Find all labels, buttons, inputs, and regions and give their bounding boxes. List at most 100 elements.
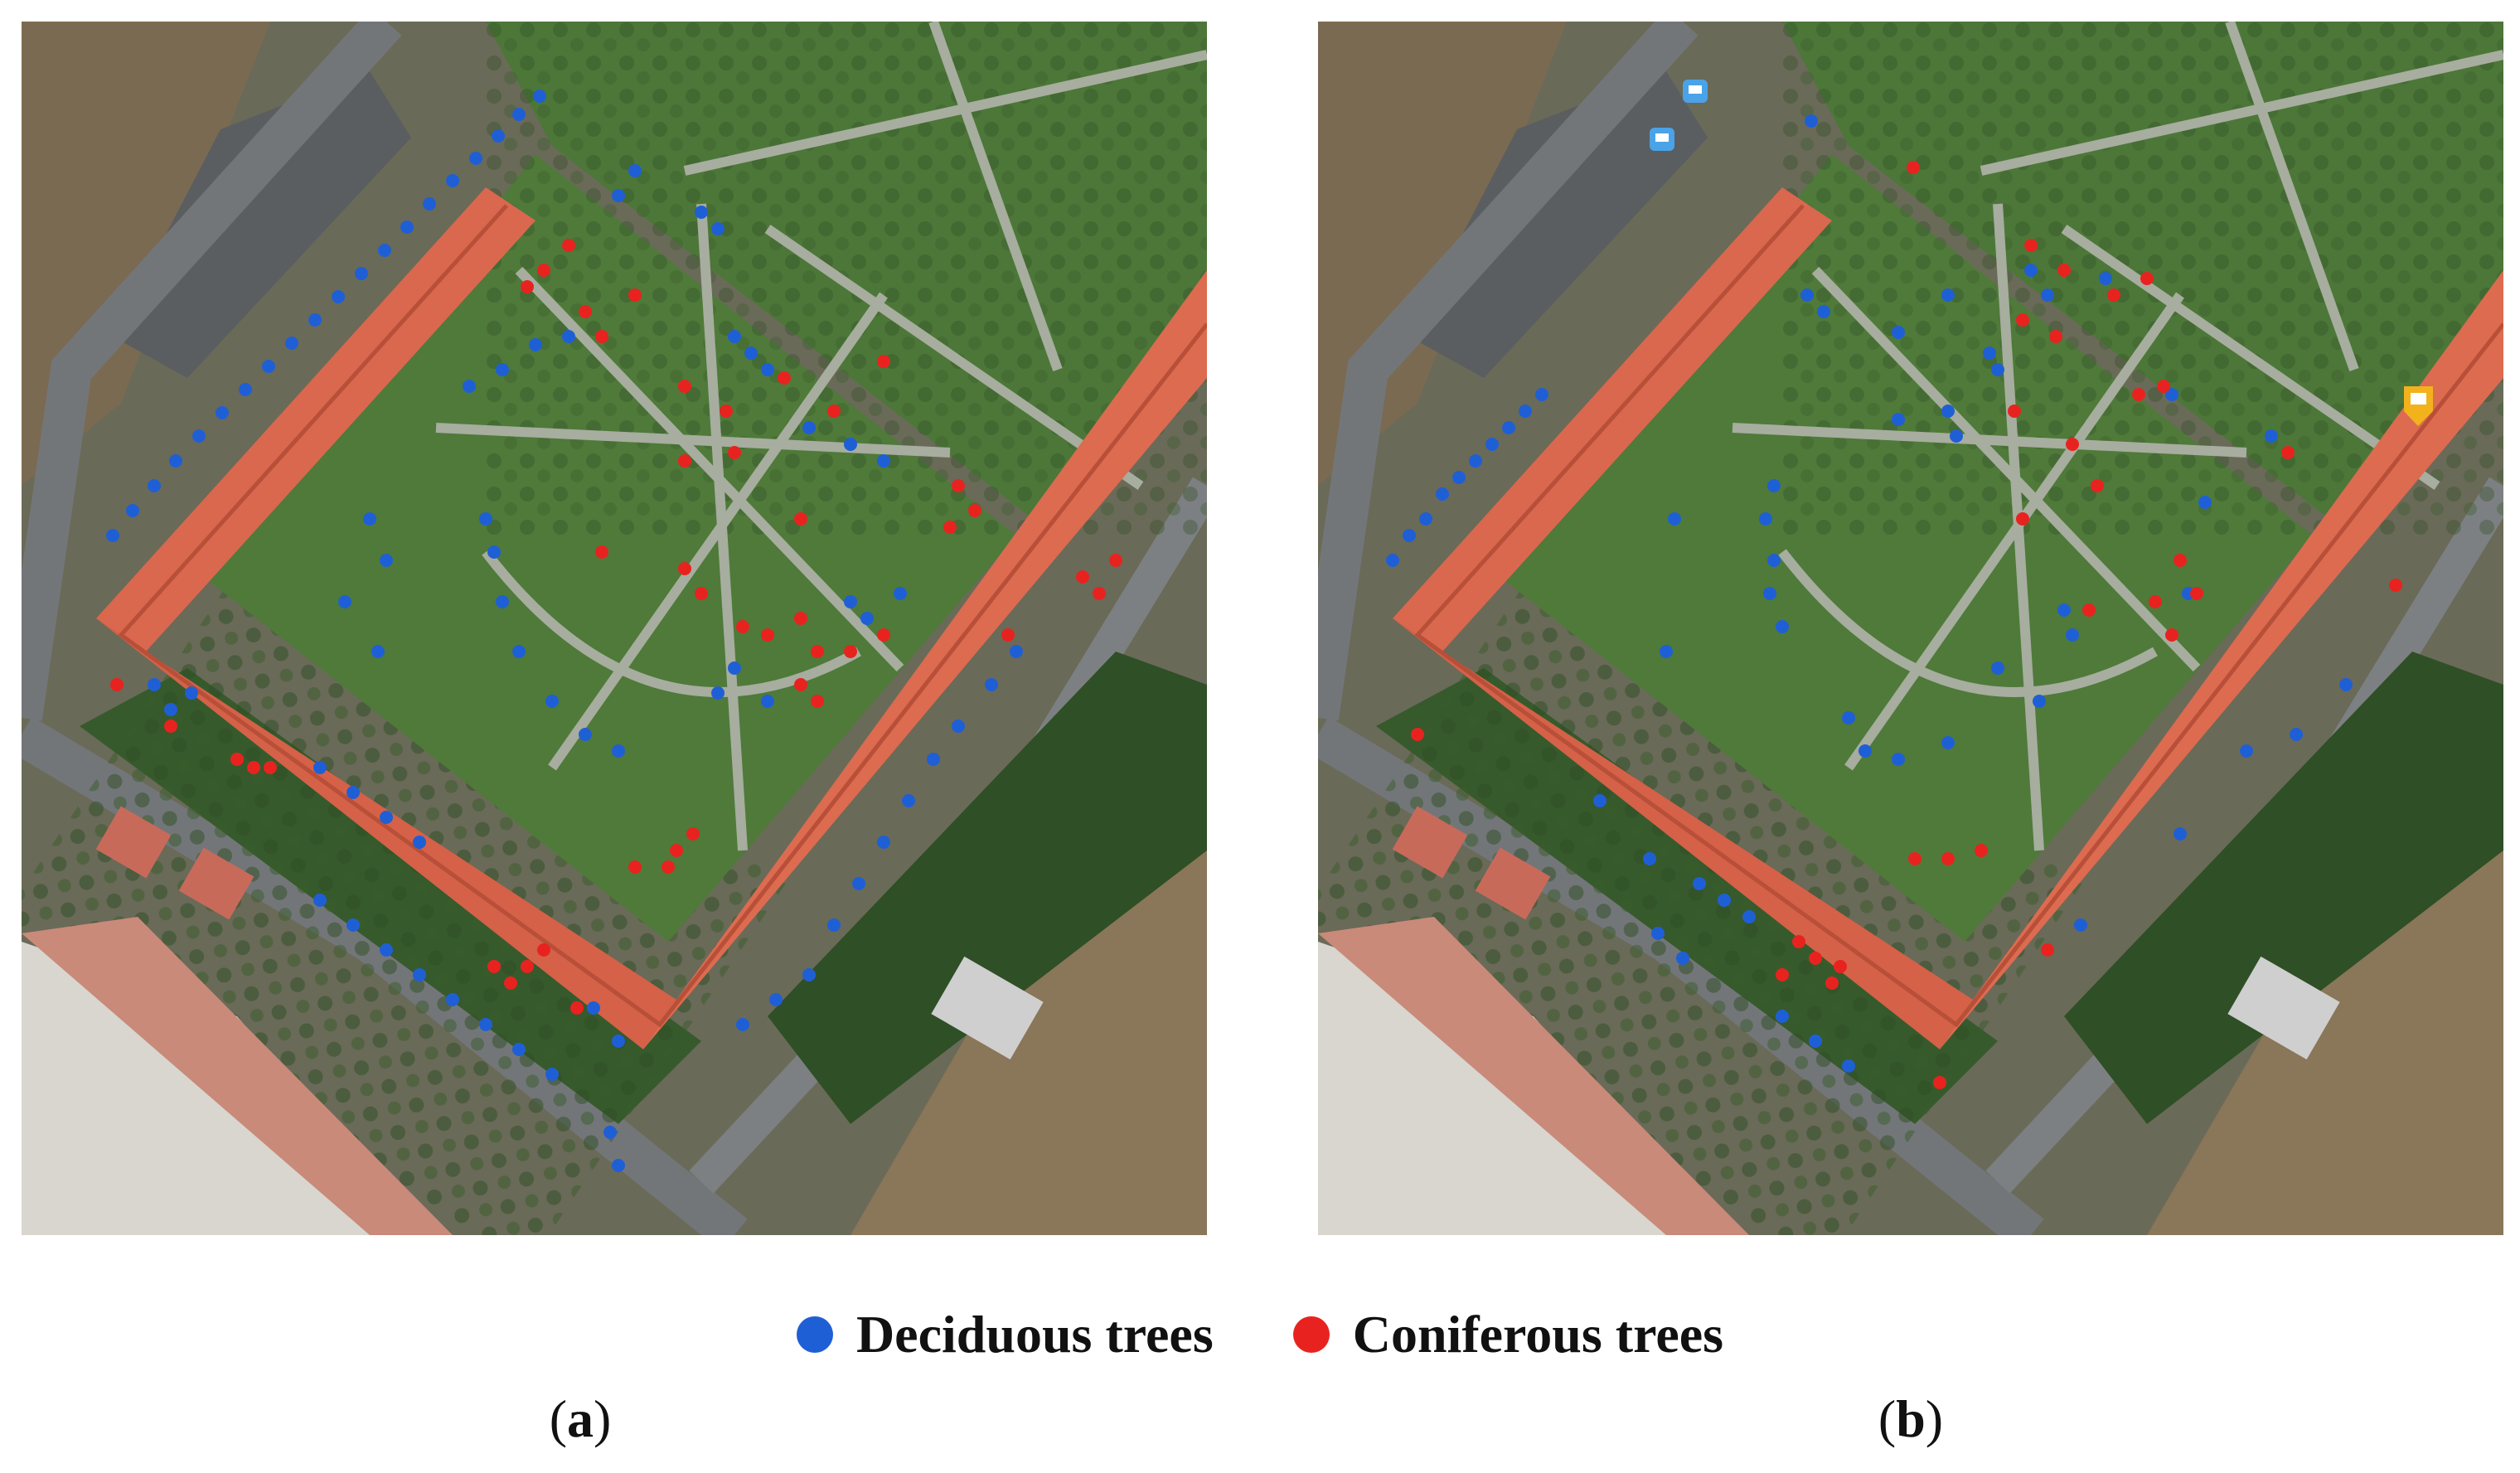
deciduous-point [463,380,476,393]
deciduous-point [512,645,526,658]
deciduous-point [736,1018,749,1031]
deciduous-point [844,595,857,608]
deciduous-point [1535,388,1548,401]
deciduous-point [1660,645,1673,658]
coniferous-point [686,827,700,841]
deciduous-point [346,786,360,799]
coniferous-point [778,371,791,385]
deciduous-point [802,968,816,981]
coniferous-point [2165,628,2178,642]
building-wing-east [643,270,1207,1049]
deciduous-point [695,206,708,219]
deciduous-point [587,1001,600,1015]
deciduous-point [1892,753,1905,766]
pink-roof-2 [178,847,254,920]
coniferous-point [1001,628,1015,642]
coniferous-point [1076,570,1089,584]
deciduous-point [446,174,459,187]
coniferous-point [1941,852,1955,865]
deciduous-point [1593,794,1606,807]
pink-strip [1318,917,1749,1235]
map-panel-b [1318,22,2503,1235]
deciduous-point [1892,413,1905,426]
legend-label-coniferous: Coniferous trees [1352,1305,1724,1364]
pink-roof-2 [1475,847,1551,920]
coniferous-point [2389,579,2402,592]
deciduous-point [1767,479,1781,492]
deciduous-point [952,720,965,733]
coniferous-point [2281,446,2295,459]
coniferous-point [1907,161,1920,174]
satellite-map-b [1318,22,2503,1235]
deciduous-point [1842,711,1855,724]
deciduous-point [1759,512,1772,526]
deciduous-point [216,406,229,419]
deciduous-point [2290,728,2303,741]
deciduous-point [761,695,774,708]
deciduous-point [2240,744,2253,758]
panel-caption-b: (b) [1878,1389,1944,1448]
deciduous-point [164,703,177,716]
deciduous-point [1718,894,1731,907]
coniferous-point [877,628,890,642]
deciduous-point [927,753,940,766]
deciduous-point [1519,405,1532,418]
coniferous-point [2132,388,2145,401]
deciduous-point [148,678,161,691]
deciduous-point [728,330,741,343]
bus-stop-icon [1650,128,1674,151]
coniferous-point [811,645,824,658]
brown-field-right [850,834,1207,1235]
deciduous-point [1767,554,1781,567]
deciduous-point [371,645,385,658]
deciduous-point [529,338,542,351]
deciduous-points-b [1386,114,2353,1073]
legend-label-deciduous: Deciduous trees [855,1305,1214,1364]
caption-letter-a: a [567,1389,594,1448]
deciduous-point [492,129,505,143]
coniferous-point [720,405,733,418]
deciduous-point [469,152,482,165]
tree-band-east [768,652,1207,1124]
deciduous-point [562,330,575,343]
deciduous-point [2041,288,2054,302]
coniferous-point [952,479,965,492]
deciduous-point [1776,620,1789,633]
deciduous-point [346,918,360,932]
deciduous-point [852,877,865,890]
coniferous-point [2107,288,2120,302]
deciduous-point [1419,512,1432,526]
deciduous-point [106,529,119,542]
deciduous-point [1651,927,1665,940]
deciduous-point [338,595,351,608]
coniferous-point [1411,728,1424,741]
deciduous-point [744,346,758,360]
courtyard-paths [435,22,1207,851]
deciduous-point [1776,1010,1789,1023]
deciduous-point [313,894,327,907]
deciduous-point [1403,529,1416,542]
deciduous-point [308,313,322,327]
deciduous-point [2066,628,2079,642]
coniferous-point [2024,239,2038,252]
coniferous-points-b [1411,161,2402,1089]
deciduous-point [533,90,546,103]
pink-roof-1 [1392,806,1468,879]
coniferous-point [2016,313,2029,327]
coniferous-point [537,264,550,277]
caption-letter-b: b [1896,1389,1926,1448]
deciduous-point [1643,852,1656,865]
deciduous-point [496,363,509,376]
coniferous-point [844,645,857,658]
deciduous-point [579,728,592,741]
deciduous-point [446,993,459,1006]
deciduous-point [400,220,414,234]
coniferous-point [2157,380,2170,393]
legend-item-coniferous: Coniferous trees [1292,1304,1724,1365]
deciduous-point [1892,326,1905,339]
coniferous-point [264,761,277,774]
brown-field-right [2147,834,2503,1235]
building-wing-south [96,618,676,1049]
deciduous-point [1485,438,1499,451]
deciduous-point [413,836,426,849]
